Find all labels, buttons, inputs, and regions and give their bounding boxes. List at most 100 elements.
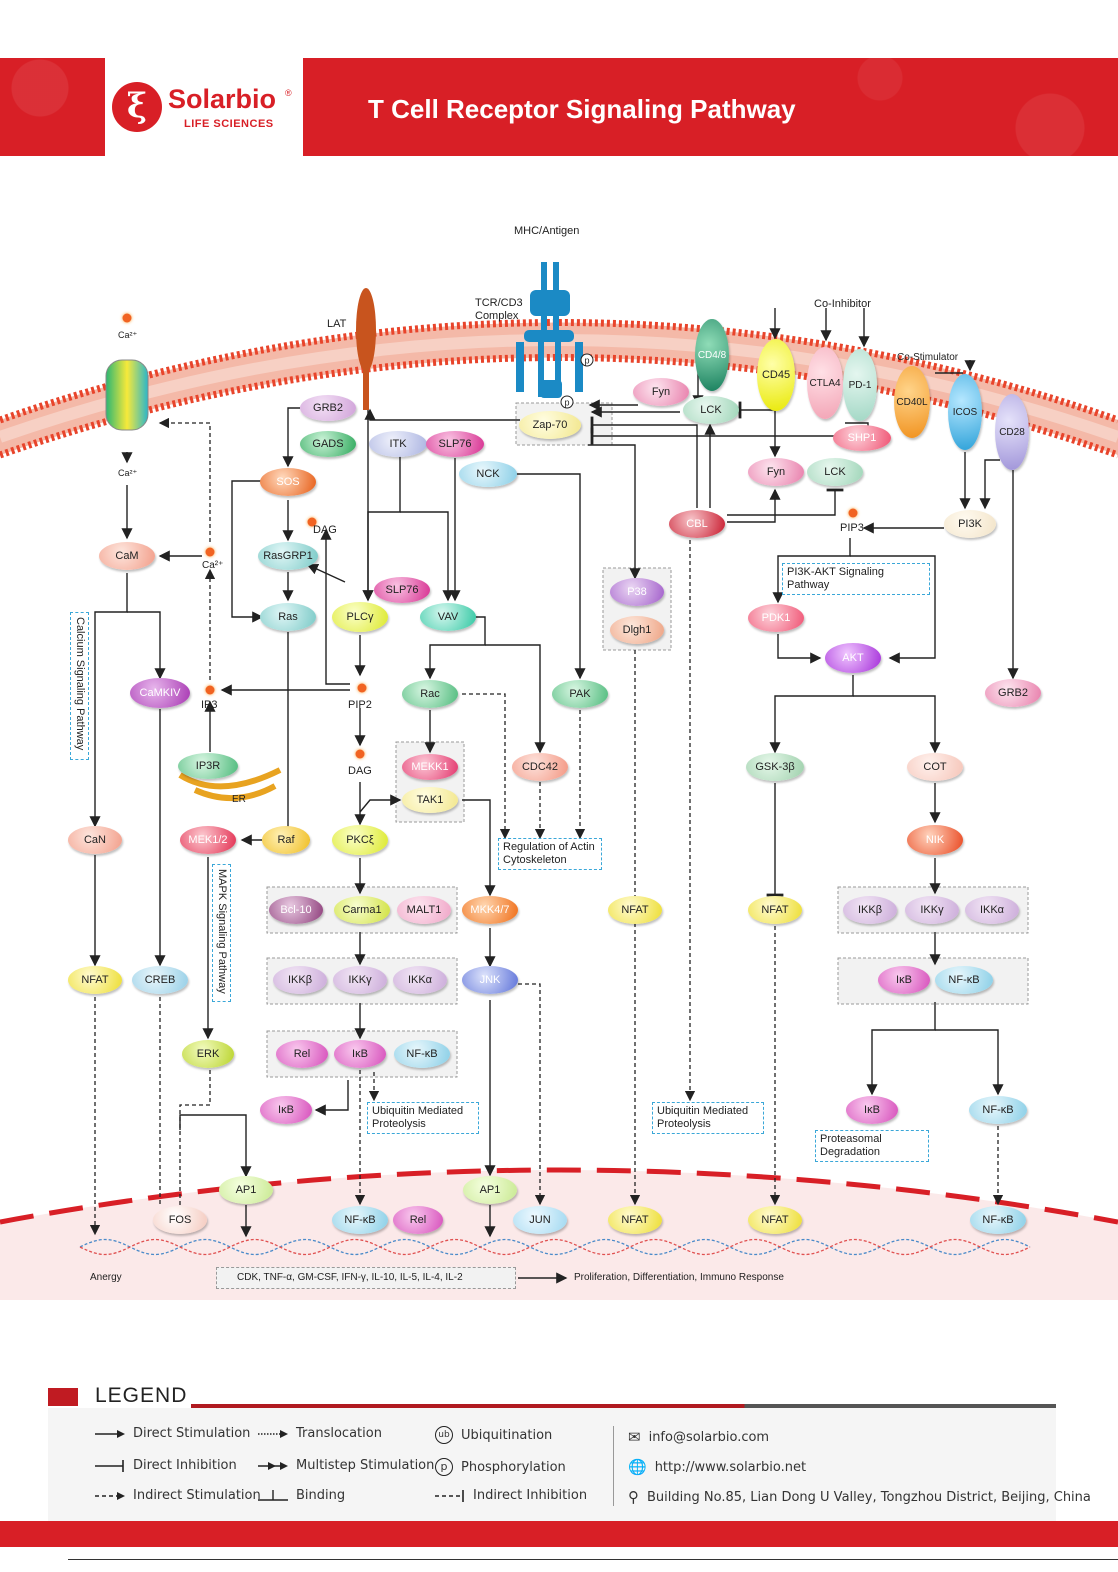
- node-cd28[interactable]: CD28: [995, 394, 1029, 470]
- node-nfkb-5[interactable]: NF-κB: [970, 1206, 1026, 1234]
- node-ras[interactable]: Ras: [260, 603, 316, 631]
- mapk-pathway-box[interactable]: MAPK Signaling Pathway: [212, 864, 231, 1002]
- node-fyn-1[interactable]: Fyn: [633, 378, 689, 406]
- node-can[interactable]: CaN: [68, 826, 122, 854]
- node-fyn-2[interactable]: Fyn: [748, 458, 804, 486]
- node-pdk1[interactable]: PDK1: [748, 604, 804, 632]
- node-malt1[interactable]: MALT1: [397, 896, 451, 924]
- node-shp1[interactable]: SHP1: [833, 425, 891, 451]
- node-ikb-1[interactable]: IκB: [334, 1040, 386, 1068]
- node-ikkb-2[interactable]: IKKβ: [843, 896, 897, 924]
- node-fos[interactable]: FOS: [153, 1206, 207, 1234]
- node-ikka-1[interactable]: IKKα: [393, 966, 447, 994]
- node-nfat-1[interactable]: NFAT: [68, 966, 122, 994]
- node-ikka-2[interactable]: IKKα: [965, 896, 1019, 924]
- node-grb2-b[interactable]: GRB2: [985, 679, 1041, 707]
- node-ip3r[interactable]: IP3R: [178, 753, 238, 779]
- node-pkc[interactable]: PKCξ: [332, 825, 388, 855]
- node-carma1[interactable]: Carma1: [334, 896, 390, 924]
- node-itk[interactable]: ITK: [369, 431, 427, 457]
- node-tak1[interactable]: TAK1: [402, 787, 458, 813]
- node-ctla4[interactable]: CTLA4: [807, 347, 843, 419]
- node-slp76-b[interactable]: SLP76: [374, 577, 430, 603]
- node-ikkb-1[interactable]: IKKβ: [273, 966, 327, 994]
- label-mhc-antigen: MHC/Antigen: [514, 225, 580, 237]
- node-p38[interactable]: P38: [610, 578, 664, 606]
- node-nck[interactable]: NCK: [459, 461, 517, 487]
- ubiquitin-proteolysis-box-1[interactable]: Ubiquitin Mediated Proteolysis: [367, 1102, 479, 1134]
- node-sos[interactable]: SOS: [260, 468, 316, 496]
- node-ikb-4[interactable]: IκB: [846, 1096, 898, 1124]
- contact-website[interactable]: 🌐 http://www.solarbio.net: [628, 1458, 807, 1476]
- node-mekk1[interactable]: MEKK1: [402, 754, 458, 780]
- node-cd45[interactable]: CD45: [757, 339, 795, 411]
- node-slp76-a[interactable]: SLP76: [426, 431, 484, 457]
- node-ikkg-2[interactable]: IKKγ: [905, 896, 959, 924]
- node-jnk[interactable]: JNK: [462, 966, 518, 994]
- node-nfkb-2[interactable]: NF-κB: [332, 1206, 388, 1234]
- node-pi3k[interactable]: PI3K: [944, 510, 996, 538]
- pi3k-akt-pathway-box[interactable]: PI3K-AKT Signaling Pathway: [782, 563, 930, 595]
- arrow-dotted-icon: [258, 1429, 288, 1438]
- node-pd1[interactable]: PD-1: [843, 349, 877, 421]
- node-cam[interactable]: CaM: [99, 542, 155, 570]
- node-camkiv[interactable]: CaMKIV: [130, 678, 190, 708]
- node-akt[interactable]: AKT: [825, 643, 881, 673]
- location-pin-icon: ⚲: [628, 1488, 639, 1506]
- node-rac[interactable]: Rac: [402, 680, 458, 708]
- node-grb2-a[interactable]: GRB2: [300, 395, 356, 421]
- node-nfkb-3[interactable]: NF-κB: [935, 966, 993, 994]
- node-rel-2[interactable]: Rel: [393, 1206, 443, 1234]
- dag-dot: [307, 517, 317, 527]
- actin-regulation-box[interactable]: Regulation of Actin Cytoskeleton: [498, 838, 602, 870]
- node-ap1-b[interactable]: AP1: [463, 1176, 517, 1204]
- node-jun[interactable]: JUN: [513, 1206, 567, 1234]
- node-ikkg-1[interactable]: IKKγ: [333, 966, 387, 994]
- node-nik[interactable]: NIK: [907, 825, 963, 855]
- page-title: T Cell Receptor Signaling Pathway: [368, 94, 796, 124]
- label-pip3: PIP3: [840, 522, 864, 534]
- node-ikb-2[interactable]: IκB: [260, 1096, 312, 1124]
- legend-ubiquitination: ub Ubiquitination: [435, 1426, 552, 1444]
- calcium-pathway-box[interactable]: Calcium Signaling Pathway: [70, 612, 89, 760]
- node-nfkb-1[interactable]: NF-κB: [394, 1040, 450, 1068]
- node-nfat-5[interactable]: NFAT: [748, 896, 802, 924]
- node-cd48[interactable]: CD4/8: [695, 319, 729, 391]
- node-nfkb-4[interactable]: NF-κB: [969, 1096, 1027, 1124]
- label-ca-mid: Ca²⁺: [118, 468, 138, 478]
- arrow-multistep-icon: [258, 1461, 288, 1470]
- node-cdc42[interactable]: CDC42: [512, 753, 568, 781]
- node-plcg[interactable]: PLCγ: [332, 602, 388, 632]
- node-bcl10[interactable]: Bcl-10: [269, 896, 323, 924]
- node-pak[interactable]: PAK: [552, 680, 608, 708]
- node-cot[interactable]: COT: [907, 753, 963, 781]
- node-rel-1[interactable]: Rel: [276, 1040, 328, 1068]
- node-lck-1[interactable]: LCK: [683, 396, 739, 424]
- node-icos[interactable]: ICOS: [948, 374, 982, 450]
- node-mek12[interactable]: MEK1/2: [180, 826, 236, 854]
- node-dlgh1[interactable]: Dlgh1: [610, 616, 664, 644]
- node-nfat-4[interactable]: NFAT: [608, 896, 662, 924]
- node-gads[interactable]: GADS: [300, 431, 356, 457]
- inhibit-solid-icon: [95, 1459, 124, 1472]
- node-nfat-2[interactable]: NFAT: [608, 1206, 662, 1234]
- node-nfat-3[interactable]: NFAT: [748, 1206, 802, 1234]
- node-mkk47[interactable]: MKK4/7: [462, 896, 518, 924]
- ubiquitin-proteolysis-box-2[interactable]: Ubiquitin Mediated Proteolysis: [652, 1102, 764, 1134]
- node-gsk3b[interactable]: GSK-3β: [746, 753, 804, 781]
- node-ap1-a[interactable]: AP1: [219, 1176, 273, 1204]
- contact-email[interactable]: ✉ info@solarbio.com: [628, 1428, 770, 1446]
- label-dag-1: DAG: [313, 524, 337, 536]
- proteasomal-degradation-box[interactable]: Proteasomal Degradation: [815, 1130, 929, 1162]
- node-cbl[interactable]: CBL: [669, 510, 725, 538]
- node-ikb-3[interactable]: IκB: [878, 966, 930, 994]
- node-lck-2[interactable]: LCK: [807, 458, 863, 486]
- node-cd40l[interactable]: CD40L: [894, 366, 930, 438]
- ip3-dot: [205, 685, 215, 695]
- node-zap70[interactable]: Zap-70: [519, 411, 581, 439]
- node-vav[interactable]: VAV: [420, 603, 476, 631]
- node-rasgrp1[interactable]: RasGRP1: [258, 542, 318, 570]
- node-raf[interactable]: Raf: [262, 826, 310, 854]
- node-erk[interactable]: ERK: [182, 1040, 234, 1068]
- node-creb[interactable]: CREB: [132, 966, 188, 994]
